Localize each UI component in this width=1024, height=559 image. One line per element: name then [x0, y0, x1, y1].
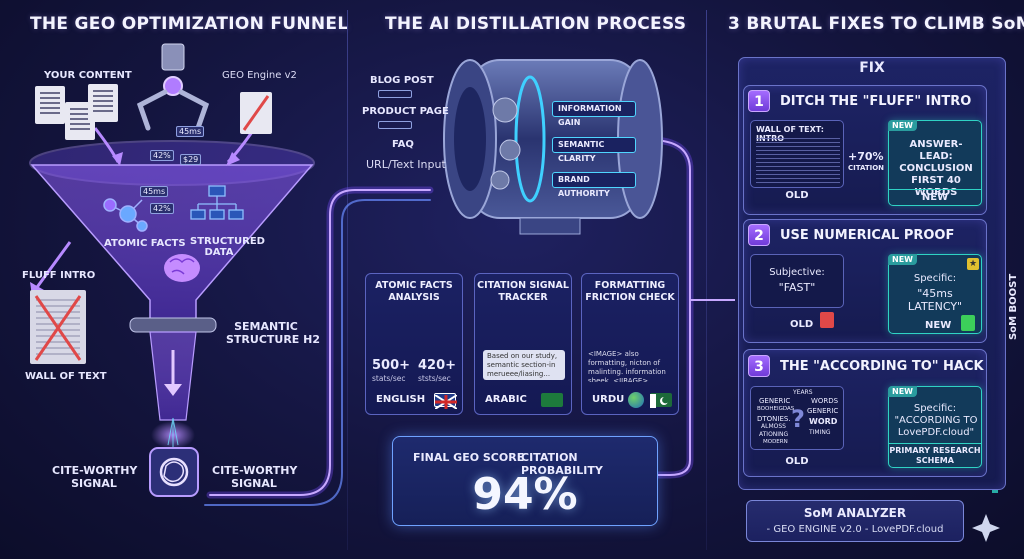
- input-faq: FAQ: [392, 139, 414, 150]
- stat-500: 500+: [372, 358, 411, 373]
- citation-probability-label: CITATION PROBABILITY: [521, 451, 603, 477]
- fix-number-1: 1: [748, 90, 770, 112]
- som-analyzer-panel: SoM ANALYZER - GEO ENGINE v2.0 - LovePDF…: [746, 500, 964, 542]
- card-atomic-facts: ATOMIC FACTS ANALYSIS 500+ stats/sec 420…: [365, 273, 463, 415]
- pakistan-flag-icon: [650, 393, 672, 408]
- content-doc-icon: [88, 84, 118, 122]
- fix-number-3: 3: [748, 355, 770, 377]
- input-slot-icon: [378, 121, 412, 129]
- dense-text-lines: [756, 138, 840, 184]
- fix-title-1: DITCH THE "FLUFF" INTRO: [780, 94, 972, 109]
- fix1-new-box: NEW ANSWER-LEAD: CONCLUSION FIRST 40 WOR…: [888, 120, 982, 206]
- fix1-old-label: OLD: [785, 190, 809, 201]
- fix3-new-box: NEW Specific: "ACCORDING TO LovePDF.clou…: [888, 386, 982, 468]
- globe-icon: [628, 392, 644, 408]
- arrow-fluff-out: [33, 241, 72, 291]
- your-content-label: YOUR CONTENT: [44, 70, 132, 81]
- som-analyzer-subtitle: - GEO ENGINE v2.0 - LovePDF.cloud: [766, 524, 944, 535]
- fix2-new-box: NEW ★ Specific: "45ms LATENCY" NEW: [888, 254, 982, 334]
- url-text-input-label: URL/Text Input: [366, 158, 446, 171]
- lang-arabic: ARABIC: [485, 394, 527, 405]
- chip-45ms: 45ms: [176, 126, 205, 137]
- geo-engine-label: GEO Engine v2: [222, 70, 297, 81]
- note-text: <IMAGE> also formatting, nicton of malin…: [588, 350, 666, 382]
- fluff-intro-label: FLUFF INTRO: [22, 270, 96, 281]
- old-wall-of-text-box: WALL OF TEXT: INTRO: [750, 120, 844, 188]
- saudi-flag-icon: [541, 393, 563, 407]
- chip-29: $29: [180, 154, 202, 165]
- sparkle-icon: [972, 514, 1000, 542]
- bar-information-gain: INFORMATION GAIN: [552, 101, 636, 127]
- pipe-machine-to-fixes: [640, 136, 735, 479]
- atomic-facts-label: ATOMIC FACTS: [104, 238, 186, 249]
- fix-number-2: 2: [748, 224, 770, 246]
- fix2-old-label: OLD: [790, 319, 814, 330]
- fix1-delta: +70%: [848, 150, 884, 163]
- ai-chip-frame: [149, 447, 199, 497]
- fix-header: FIX: [859, 60, 885, 76]
- column-divider-right: [706, 10, 707, 550]
- pipe-funnel-to-machine: [204, 186, 434, 506]
- note-bubble: Based on our study, semantic section-in …: [483, 350, 565, 380]
- word-cloud-box: YEARS GENERIC BOOHEIGDAS DTONIES. ALMOSS…: [750, 386, 844, 450]
- lang-urdu: URDU: [592, 394, 625, 405]
- fix2-old-box: Subjective: "FAST": [750, 254, 844, 308]
- molecule-icon: [103, 198, 148, 232]
- geo-score-value: 94%: [472, 469, 578, 520]
- fix1-delta-sub: CITATION: [848, 164, 885, 172]
- brain-icon: [164, 254, 200, 282]
- rejected-doc-icon: [240, 92, 272, 134]
- final-score-panel: FINAL GEO SCORE CITATION PROBABILITY 94%: [392, 436, 658, 526]
- card-formatting-friction: FORMATTING FRICTION CHECK <IMAGE> also f…: [581, 273, 679, 415]
- fix3-old-label: OLD: [785, 456, 809, 467]
- openai-knot-icon: [159, 457, 189, 487]
- fix-title-3: THE "ACCORDING TO" HACK: [780, 359, 984, 374]
- question-mark-icon: ?: [791, 405, 805, 433]
- uk-flag-icon: [434, 393, 458, 410]
- wall-of-text-label: WALL OF TEXT: [25, 371, 107, 382]
- thumbs-up-icon: [961, 315, 975, 331]
- structured-data-icon: [190, 185, 244, 220]
- input-blog-post: BLOG POST: [370, 75, 434, 86]
- chip-45ms-2: 45ms: [140, 186, 169, 197]
- fix1-new-text: ANSWER-LEAD: CONCLUSION FIRST 40 WORDS: [899, 139, 973, 198]
- som-boost-label: SoM BOOST: [1008, 273, 1019, 340]
- lang-english: ENGLISH: [376, 394, 426, 405]
- bar-brand-authority: BRAND AUTHORITY: [552, 172, 636, 198]
- column-divider-left: [347, 10, 348, 550]
- bar-semantic-clarity: SEMANTIC CLARITY: [552, 137, 636, 163]
- card-citation-signal: CITATION SIGNAL TRACKER Based on our stu…: [474, 273, 572, 415]
- input-product-page: PRODUCT PAGE: [362, 106, 449, 117]
- funnel-title: THE GEO OPTIMIZATION FUNNEL: [30, 14, 349, 34]
- som-analyzer-title: SoM ANALYZER: [803, 506, 907, 520]
- fixes-title: 3 BRUTAL FIXES TO CLIMB SoM: [728, 14, 1024, 34]
- input-slot-icon: [378, 90, 412, 98]
- funnel-shape: [29, 140, 315, 449]
- star-icon: ★: [967, 258, 979, 270]
- stat-420: 420+: [418, 358, 457, 373]
- wall-of-text-doc-icon: [30, 290, 86, 364]
- content-doc-icon: [35, 86, 65, 124]
- chip-42: 42%: [150, 150, 174, 161]
- final-geo-score-label: FINAL GEO SCORE: [413, 451, 525, 464]
- chip-42-2: 42%: [150, 203, 174, 214]
- thumbs-down-icon: [820, 312, 834, 328]
- robot-claw-icon: [136, 43, 210, 131]
- distill-title: THE AI DISTILLATION PROCESS: [385, 14, 687, 34]
- fix-title-2: USE NUMERICAL PROOF: [780, 228, 955, 243]
